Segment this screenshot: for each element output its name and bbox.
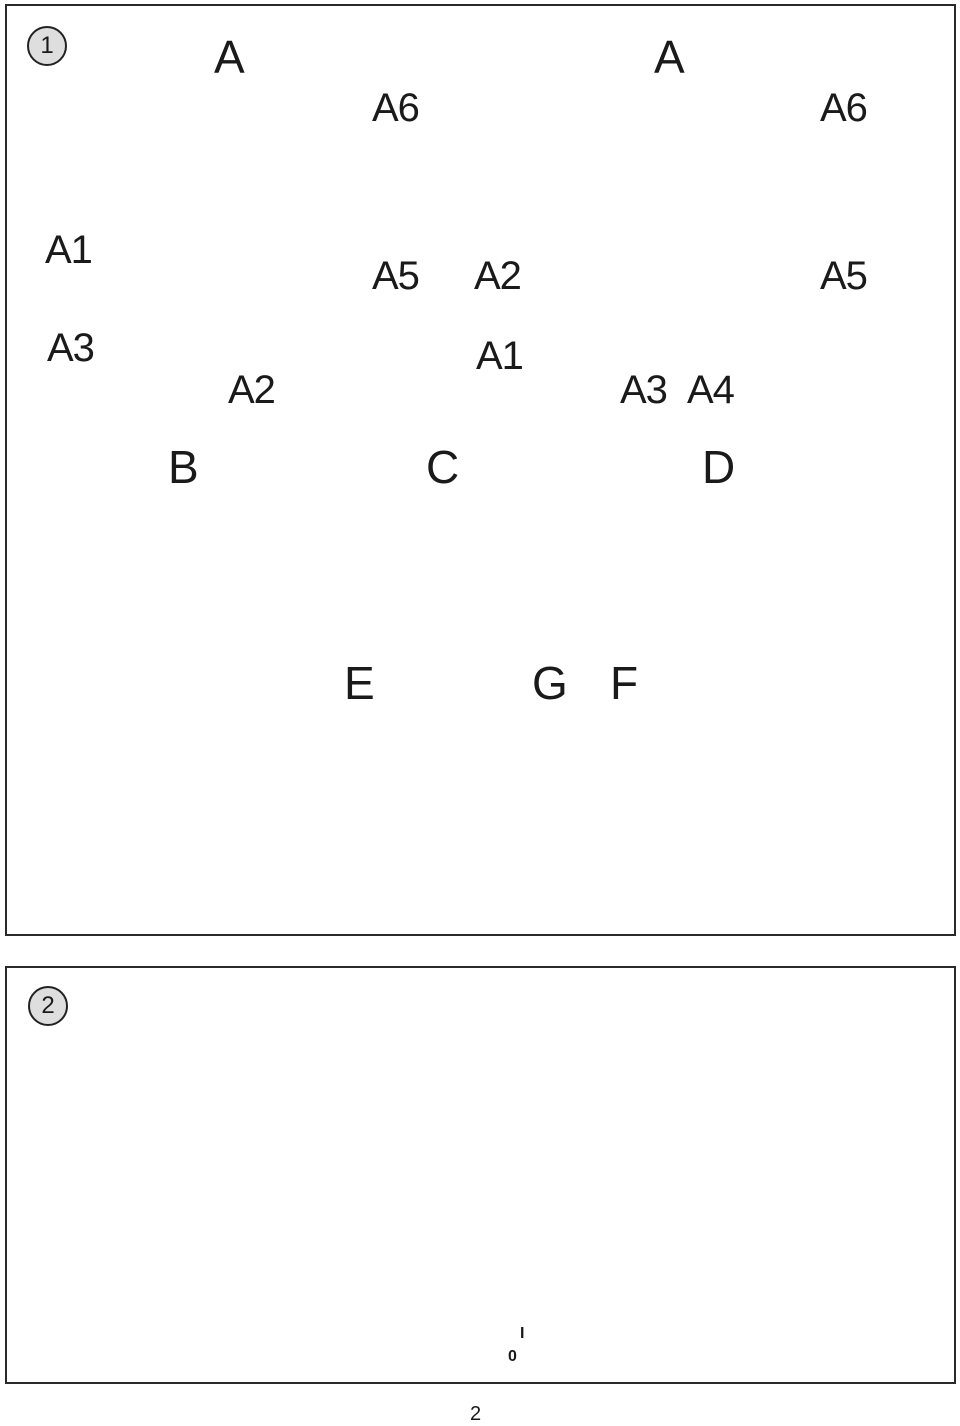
label-g-spoon: G: [532, 657, 568, 709]
label-a1-steel-cooker: A1: [476, 334, 524, 378]
label-a6-white-cooker: A6: [372, 86, 420, 130]
label-f-cup: F: [610, 657, 638, 709]
label-a-steel-cooker: A: [654, 31, 685, 83]
figure-1-badge: 1: [27, 26, 67, 66]
label-a6-steel-cooker: A6: [820, 86, 868, 130]
figure-2-panel: 2: [5, 966, 956, 1384]
label-a3-steel-cooker: A3: [620, 368, 668, 412]
label-d-tray: D: [702, 441, 735, 493]
label-a1-white-cooker: A1: [45, 228, 93, 272]
label-a3-white-cooker: A3: [47, 326, 95, 370]
switch-on-mark: I: [520, 1325, 525, 1342]
label-e-lid: E: [344, 657, 375, 709]
label-b-bowl: B: [168, 441, 199, 493]
label-a-white-cooker: A: [214, 31, 245, 83]
label-a5-steel-cooker: A5: [820, 254, 868, 298]
switch-off-mark: 0: [508, 1348, 517, 1365]
figure-1-panel: 1: [5, 4, 956, 936]
label-a4-steel-cooker: A4: [687, 368, 735, 412]
figure-2-badge: 2: [28, 986, 68, 1026]
label-c-steamer: C: [426, 441, 459, 493]
label-a5-white-cooker: A5: [372, 254, 420, 298]
label-a2-white-cooker: A2: [228, 368, 276, 412]
page-number: 2: [470, 1403, 482, 1425]
label-a2-steel-cooker: A2: [474, 254, 522, 298]
